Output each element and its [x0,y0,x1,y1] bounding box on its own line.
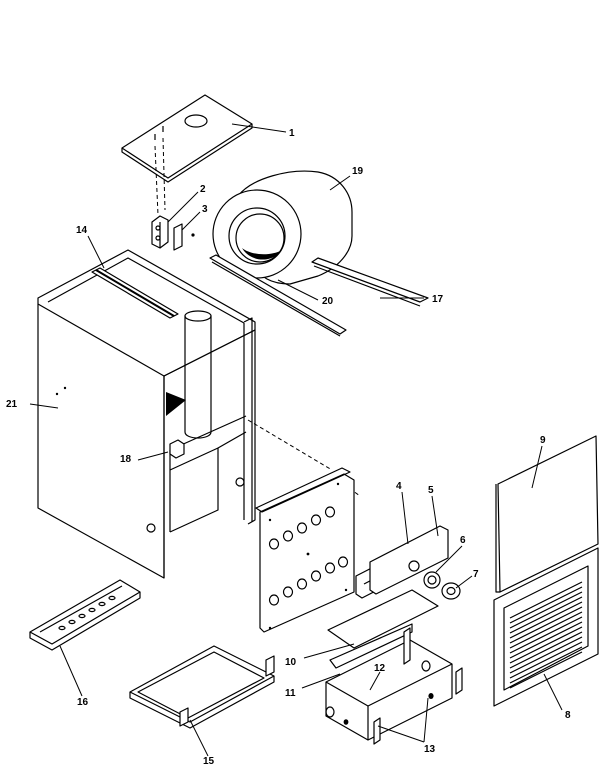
grille-louver [509,651,583,689]
grille-louver [509,581,583,619]
callout-9: 9 [540,435,546,446]
base-frame [129,645,275,729]
grommet [441,582,461,600]
grille-louver [509,601,583,639]
callout-labels: 1 2 3 4 5 6 7 8 9 10 11 12 13 14 15 16 1… [6,128,571,767]
mounting-plate [369,525,449,595]
grille-louver [509,606,583,644]
ring [423,571,441,589]
fastener-path-2 [162,137,166,211]
grille-louver [509,636,583,674]
leader-lines [29,123,563,757]
callout-20: 20 [322,296,334,307]
cover-plate [327,589,439,649]
small-bracket [169,439,185,459]
blower-rail-bracket [311,257,429,307]
callout-18: 18 [120,454,132,465]
top-plate [121,94,253,183]
blower-rail [209,254,347,337]
callout-6: 6 [460,535,466,546]
grille-louver [509,626,583,664]
grille-louver [509,586,583,624]
callout-16: 16 [77,697,89,708]
callout-10: 10 [285,657,297,668]
bracket [151,215,169,249]
burner-panel [255,467,355,633]
grille-louver [509,611,583,649]
burner-box [325,623,463,745]
grille-louver [509,641,583,679]
callout-7: 7 [473,569,479,580]
callout-4: 4 [396,481,402,492]
grille-louver [509,591,583,629]
callout-12: 12 [374,663,386,674]
grille-louver [509,631,583,669]
grille-louver [509,621,583,659]
callout-13: 13 [424,744,436,755]
callout-8: 8 [565,710,571,721]
callout-1: 1 [289,128,295,139]
callout-14: 14 [76,225,88,236]
cabinet [37,249,361,579]
grille-louver [509,646,583,684]
flue-pipe [184,310,212,439]
drip-tray [29,579,141,651]
callout-21: 21 [6,399,18,410]
callout-11: 11 [285,688,296,699]
callout-17: 17 [432,294,444,305]
callout-5: 5 [428,485,434,496]
blower-housing [212,170,353,285]
fastener-path-1 [154,145,159,216]
grille-louver [509,616,583,654]
callout-15: 15 [203,756,215,767]
louvered-grille [493,547,599,707]
callout-3: 3 [202,204,208,215]
callout-19: 19 [352,166,364,177]
filter-panel [495,435,599,593]
callout-2: 2 [200,184,206,195]
clip [173,223,195,251]
grille-louver [509,596,583,634]
